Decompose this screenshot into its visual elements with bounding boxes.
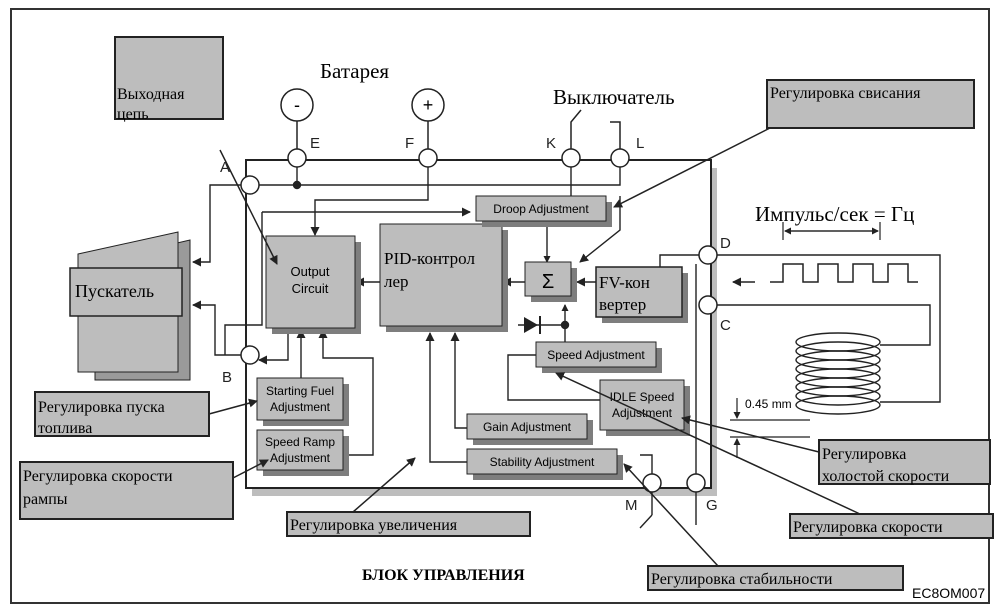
battery-minus-terminal: - (280, 88, 314, 122)
plus-sign: + (423, 95, 434, 115)
starting-fuel-block: Starting Fuel Adjustment (256, 377, 349, 426)
terminal-f-label: F (405, 135, 414, 152)
switch-label: Выключатель (553, 85, 675, 109)
stability-label: Stability Adjustment (490, 455, 595, 469)
gain-adjustment-block: Gain Adjustment (466, 413, 593, 445)
pulse-waveform (732, 263, 918, 287)
terminal-c-label: C (720, 317, 731, 334)
callout-droop: Регулировка свисания (766, 79, 975, 129)
minus-sign: - (294, 95, 300, 115)
fv-converter-block: FV-кон вертер (595, 266, 688, 323)
gap-label: 0.45 mm (745, 397, 792, 411)
callout-idle: Регулировка холостой скорости (818, 439, 991, 485)
callout-speed-ramp-line2: рампы (23, 491, 68, 508)
callout-speed-ramp-line1: Регулировка скорости (23, 468, 173, 485)
idle-adjustment-block: IDLE Speed Adjustment (599, 379, 690, 436)
idle-line1: IDLE Speed (610, 390, 675, 404)
callout-output-line2: цепь (117, 106, 149, 123)
output-circuit-line1: Output (290, 264, 329, 279)
terminal-k-label: K (546, 135, 556, 152)
droop-label: Droop Adjustment (493, 202, 589, 216)
summing-junction: Σ (524, 261, 577, 302)
starter-label: Пускатель (75, 281, 154, 301)
gain-label: Gain Adjustment (483, 420, 572, 434)
speed-ramp-line2: Adjustment (270, 451, 331, 465)
sensor-wires (717, 254, 941, 403)
speed-adjustment-block: Speed Adjustment (535, 341, 662, 373)
terminal-b-label: B (222, 369, 232, 386)
stability-adjustment-block: Stability Adjustment (466, 448, 623, 480)
callout-gain: Регулировка увеличения (286, 511, 531, 537)
pulse-label: Импульс/сек = Гц (755, 202, 914, 226)
callout-output-circuit: Выходная цепь (114, 36, 224, 123)
callout-droop-text: Регулировка свисания (770, 85, 921, 102)
callout-gain-text: Регулировка увеличения (290, 517, 458, 534)
callout-output-line1: Выходная (117, 86, 185, 103)
speed-ramp-line1: Speed Ramp (265, 435, 335, 449)
callout-speed-text: Регулировка скорости (793, 519, 943, 536)
terminal-g-label: G (706, 497, 718, 514)
fv-line1: FV-кон (599, 273, 650, 292)
footer-title: БЛОК УПРАВЛЕНИЯ (362, 567, 525, 584)
terminal-d-label: D (720, 235, 731, 252)
starting-fuel-line2: Adjustment (270, 400, 331, 414)
pid-line2: лер (384, 272, 409, 291)
sigma-symbol: Σ (542, 271, 554, 293)
battery-plus-terminal: + (411, 88, 445, 122)
callout-start-fuel-line2: топлива (38, 420, 92, 437)
callout-idle-line2: холостой скорости (822, 468, 950, 485)
terminal-e-label: E (310, 135, 320, 152)
callout-leaders (208, 127, 861, 567)
callout-stability-text: Регулировка стабильности (651, 571, 833, 588)
switch-lever (570, 109, 582, 150)
droop-adjustment-block: Droop Adjustment (475, 195, 612, 227)
output-circuit-line2: Circuit (292, 281, 329, 296)
switch-contact (610, 121, 621, 150)
starter-block: Пускатель (69, 231, 191, 381)
terminal-a-label: A (220, 159, 230, 176)
callout-start-fuel-line1: Регулировка пуска (38, 399, 165, 416)
terminal-l-label: L (636, 135, 644, 152)
callout-stability: Регулировка стабильности (647, 565, 904, 591)
terminal-m-label: M (625, 497, 638, 514)
pid-controller-block: PID-контрол лер (379, 223, 508, 332)
starting-fuel-line1: Starting Fuel (266, 384, 334, 398)
callout-idle-line1: Регулировка (822, 446, 906, 463)
callout-start-fuel: Регулировка пуска топлива (34, 391, 210, 437)
magnetic-pickup-coil (795, 332, 881, 415)
figure-code: EC8OM007 (912, 585, 985, 601)
diode-symbol (524, 316, 541, 334)
speed-ramp-block: Speed Ramp Adjustment (256, 429, 349, 476)
terminal-circles (240, 148, 718, 493)
pulse-period-marker (782, 222, 881, 240)
gap-indicator (730, 398, 810, 458)
fv-line2: вертер (599, 295, 646, 314)
battery-label: Батарея (320, 59, 389, 83)
callout-speed-ramp: Регулировка скорости рампы (19, 461, 234, 520)
pid-line1: PID-контрол (384, 249, 475, 268)
speed-label: Speed Adjustment (547, 348, 645, 362)
output-circuit-block: Output Circuit (265, 235, 361, 334)
starter-wiring (192, 184, 241, 356)
callout-speed: Регулировка скорости (789, 513, 994, 539)
